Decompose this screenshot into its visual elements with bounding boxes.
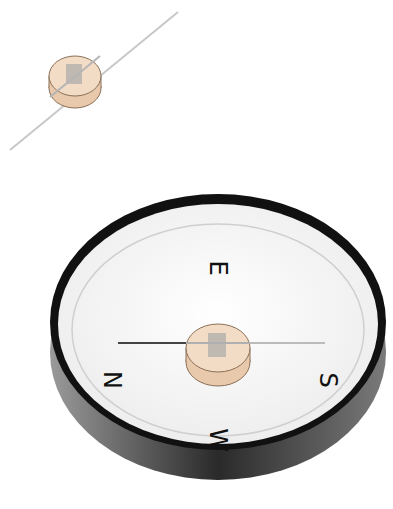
compass-dish xyxy=(50,194,386,480)
compass-letter: E xyxy=(206,260,230,275)
compass-letter: W xyxy=(206,428,230,452)
compass-letter: S xyxy=(316,372,340,387)
compass-needle xyxy=(118,324,325,386)
floating-needle xyxy=(10,12,178,150)
compass-letter: N xyxy=(100,371,124,389)
